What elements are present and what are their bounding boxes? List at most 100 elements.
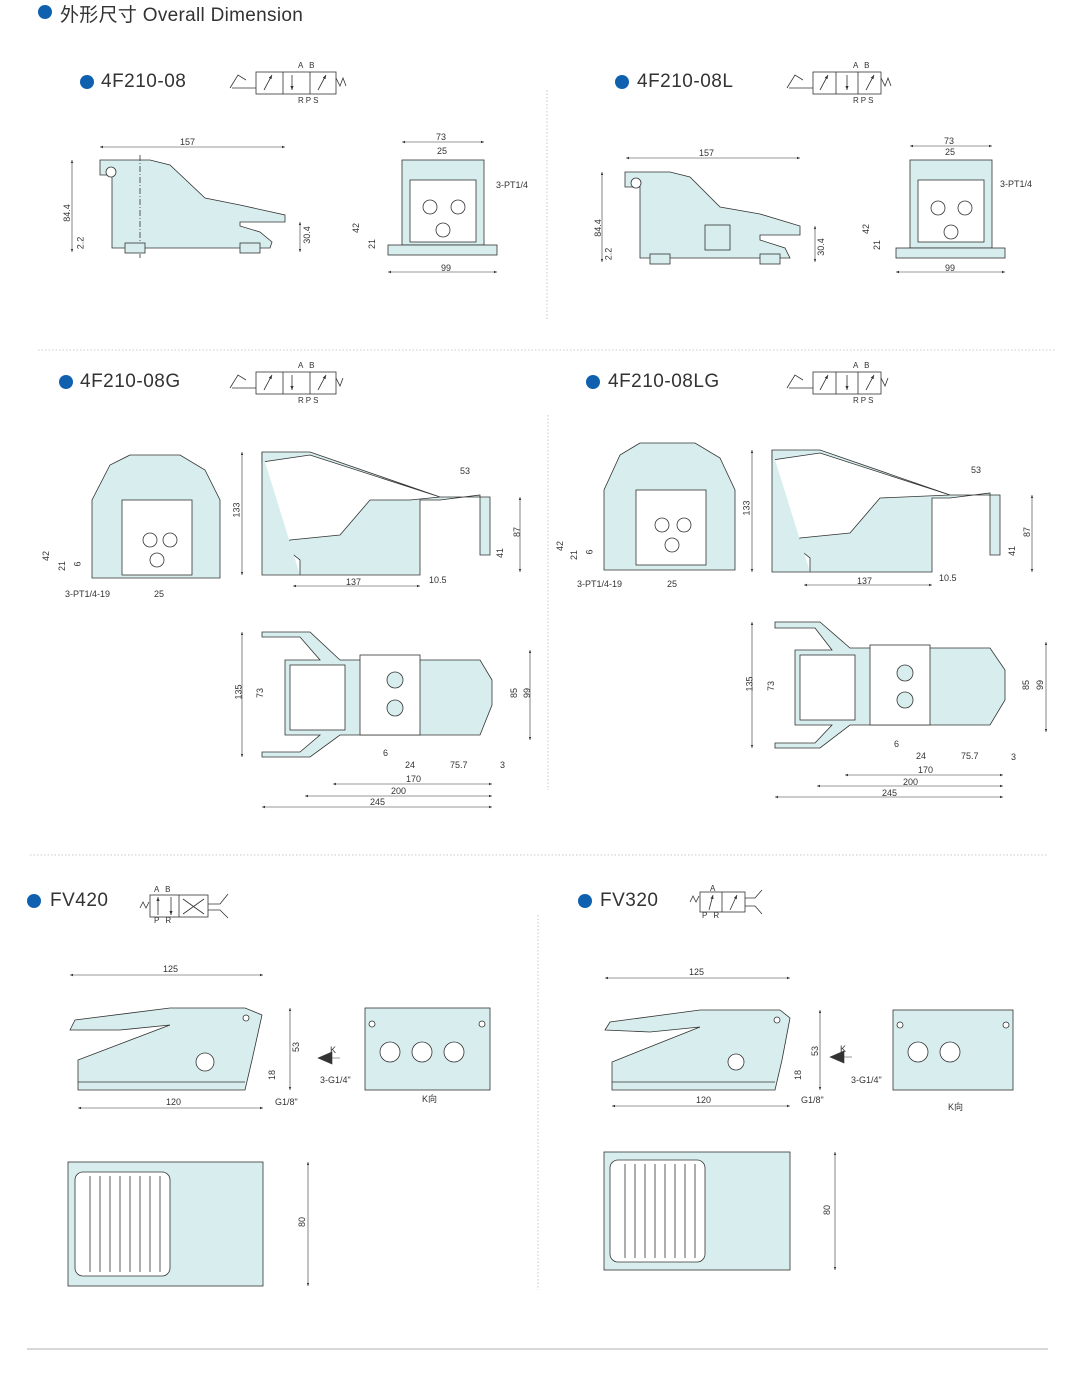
model-heading: 4F210-08G [80,371,181,392]
dim-h2: 21 [367,238,378,250]
dim-41: 41 [1007,545,1018,557]
dim-99: 99 [522,687,533,699]
p1-side-view [99,155,286,258]
dim-99: 99 [1035,679,1046,691]
dim-pedal: 30.4 [815,238,826,256]
valve-symbol-p3 [229,371,344,395]
dim-height: 84.4 [61,204,72,222]
dim-base: 2.2 [75,236,86,250]
dim-10-5: 10.5 [939,573,957,583]
dim-pitch: 25 [154,589,165,599]
dim-pitch: 25 [437,146,448,156]
dim-port: G1/8" [801,1095,824,1105]
p6-end-view [892,1009,1014,1091]
bullet-icon [615,75,629,89]
dim-width: 80 [822,1204,833,1216]
dim-pitch: 25 [667,579,678,589]
p4-top-view [774,621,1006,749]
dim-ports: 3-PT1/4 [1000,179,1033,189]
dim-6: 6 [383,748,389,758]
p4-front-view [603,442,736,571]
dim-137: 137 [346,577,362,587]
dim-length: 157 [699,148,715,158]
dim-height: 53 [291,1041,302,1053]
p3-side-view [261,451,491,576]
p5-side-view [69,1007,263,1091]
bullet-icon [586,375,600,389]
symbol-ports-top: A B [298,61,317,70]
valve-symbol-p2 [786,71,892,95]
p6-side-view [604,1009,791,1091]
p5-end-view [364,1007,491,1091]
dim-85: 85 [509,687,520,699]
valve-symbol-p5 [139,893,229,919]
dim-base: 120 [696,1095,712,1105]
dim-pitch: 25 [945,147,956,157]
p6-top-view [603,1151,791,1271]
dim-width: 73 [944,136,955,146]
dim-ports: 3-G1/4" [320,1075,351,1085]
dim-base: 120 [166,1097,182,1107]
symbol-ports-bottom: P R [154,916,174,925]
dim-h3: 6 [584,549,595,555]
dim-h2: 21 [569,549,580,561]
p3-front-view [91,454,221,579]
p4-side-view [771,449,1001,573]
dimension-lines [70,140,1048,1286]
valve-symbol-p6 [689,889,763,915]
model-heading: 4F210-08 [101,71,187,92]
view-label: K向 [422,1094,438,1104]
dim-137: 137 [857,576,873,586]
dim-height: 84.4 [592,219,603,237]
dim-6: 6 [894,739,900,749]
dim-length: 125 [163,964,179,974]
dim-ports: 3-PT1/4-19 [577,579,623,589]
dim-ports: 3-PT1/4 [496,180,529,190]
dim-h3: 6 [72,561,83,567]
symbol-ports-top: A B [298,361,317,370]
dim-length: 125 [689,967,705,977]
symbol-ports-bottom: RPS [298,396,321,405]
page-title: 外形尺寸 Overall Dimension [60,5,304,26]
dim-3: 3 [500,760,506,770]
symbol-ports-bottom: RPS [853,96,876,105]
bullet-icon [27,894,41,908]
dim-h1: 42 [41,550,52,562]
dim-height: 53 [810,1045,821,1057]
dim-ports: 3-G1/4" [851,1075,882,1085]
dim-245: 245 [370,797,386,807]
dim-73: 73 [255,687,266,699]
dim-width: 80 [297,1216,308,1228]
k-label: K [840,1044,847,1054]
dim-24: 24 [916,751,927,761]
dim-73: 73 [766,680,777,692]
bullet-icon [59,375,73,389]
dim-53: 53 [460,466,471,476]
dim-135: 135 [744,676,755,692]
symbol-ports-bottom: RPS [298,96,321,105]
valve-symbol-p4 [786,371,889,395]
dim-h2: 21 [872,239,883,251]
dim-85: 85 [1021,679,1032,691]
model-heading: FV320 [600,890,659,911]
dim-pedal: 30.4 [301,226,312,244]
dim-ports: 3-PT1/4-19 [65,589,111,599]
symbol-ports-bottom: RPS [853,396,876,405]
bullet-icon [80,75,94,89]
p5-top-view [67,1161,264,1287]
k-label: K [330,1045,337,1055]
symbol-ports-bottom: P R [702,911,722,920]
dim-24: 24 [405,760,416,770]
symbol-ports-top: A B [853,361,872,370]
p3-top-view [261,631,493,758]
bullet-icon [38,5,52,19]
symbol-ports-top: A B [154,885,173,894]
p2-side-view [624,171,801,265]
dim-170: 170 [918,765,934,775]
dim-245: 245 [882,788,898,798]
p2-front-view [895,159,1006,259]
dim-base-width: 99 [945,263,956,273]
dim-10-5: 10.5 [429,575,447,585]
section-dividers [30,90,1056,1290]
